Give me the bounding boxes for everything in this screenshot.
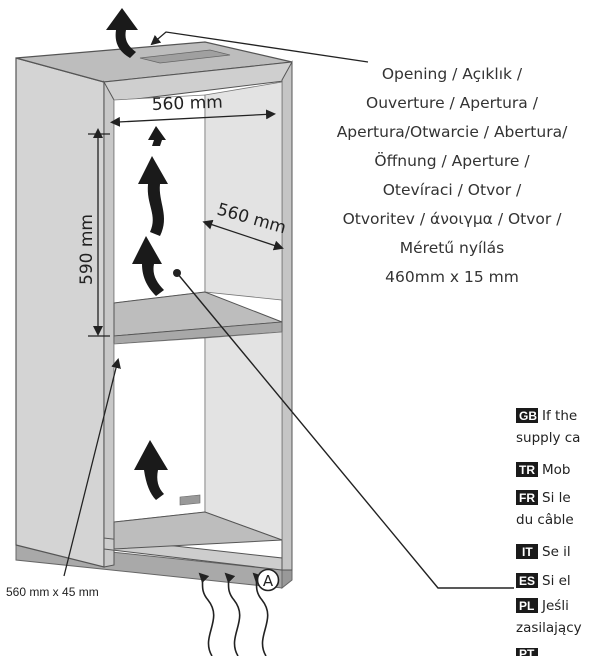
language-list: GB If the supply ca TR Mob FR Si le du c… [516, 408, 582, 656]
lang-badge [516, 408, 538, 423]
callout-line: Opening / Açıklık / [382, 65, 523, 83]
inlet-airflow [198, 572, 269, 656]
airflow-arrow-icon [134, 440, 168, 500]
callout-line: Apertura/Otwarcie / Abertura/ [337, 123, 568, 141]
lang-code: FR [519, 491, 535, 505]
lang-text: If the [542, 408, 577, 424]
lower-cavity-right-wall [204, 331, 283, 541]
width-dimension-label: 560 mm [151, 93, 223, 115]
lang-badge [516, 462, 538, 477]
cabinet [15, 41, 293, 590]
lang-code: ES [519, 574, 535, 588]
lang-text: Se il [542, 544, 571, 560]
lower-shelf [113, 511, 283, 550]
cabinet-front-left-edge [103, 80, 115, 568]
marker-a: A [256, 568, 280, 592]
airflow-arrow-icon [148, 126, 166, 146]
lang-text: Jeśli [541, 598, 569, 614]
lang-badge [516, 573, 538, 588]
lang-badge [516, 544, 538, 559]
callout-line: Öffnung / Aperture / [374, 151, 530, 170]
lang-code: TR [519, 463, 535, 477]
lang-code: GB [519, 409, 537, 423]
lang-text: supply ca [516, 430, 580, 446]
power-supply-leader [173, 269, 514, 589]
callout-line: Otevíraci / Otvor / [383, 181, 522, 199]
bottom-opening-label: 560 mm x 45 mm [6, 585, 99, 599]
lang-text: zasilający [516, 620, 582, 636]
lang-code: PT [519, 647, 535, 656]
lang-badge [516, 648, 538, 656]
inlet-arrow-icon [198, 572, 215, 656]
width-dimension-line [110, 109, 276, 127]
lang-code: IT [522, 545, 533, 559]
airflow-arrow-icon [132, 236, 164, 296]
airflow-arrows [106, 8, 168, 500]
dimension-lines [63, 109, 284, 577]
airflow-arrow-icon [106, 8, 138, 58]
cabinet-right-panel [281, 60, 293, 571]
lang-code: PL [519, 599, 534, 613]
airflow-arrow-icon [138, 156, 168, 236]
callout-line: 460mm x 15 mm [385, 268, 519, 286]
opening-callout-leader [150, 31, 369, 63]
callout-line: Méretű nyílás [400, 239, 505, 257]
top-opening-slot [139, 49, 231, 64]
bottom-rear-slot [179, 494, 201, 506]
lang-badge [516, 490, 538, 505]
lang-text: Si le [542, 490, 571, 506]
lang-text: du câble [516, 512, 574, 528]
callout-line: Otvoritev / άνοιγμα / Otvor / [343, 210, 563, 228]
opening-callout: Opening / Açıklık / Ouverture / Apertura… [337, 65, 568, 286]
inlet-arrow-icon [252, 572, 269, 656]
svg-text:A: A [263, 572, 274, 590]
lang-badge [516, 598, 538, 613]
callout-line: Ouverture / Apertura / [366, 94, 539, 112]
inlet-arrow-icon [224, 572, 241, 656]
bottom-opening-leader [63, 358, 121, 577]
lang-text: Si el [542, 573, 571, 589]
lang-text: Mob [542, 462, 570, 478]
height-dimension-label: 590 mm [77, 214, 97, 285]
depth-dimension-line [202, 219, 284, 251]
